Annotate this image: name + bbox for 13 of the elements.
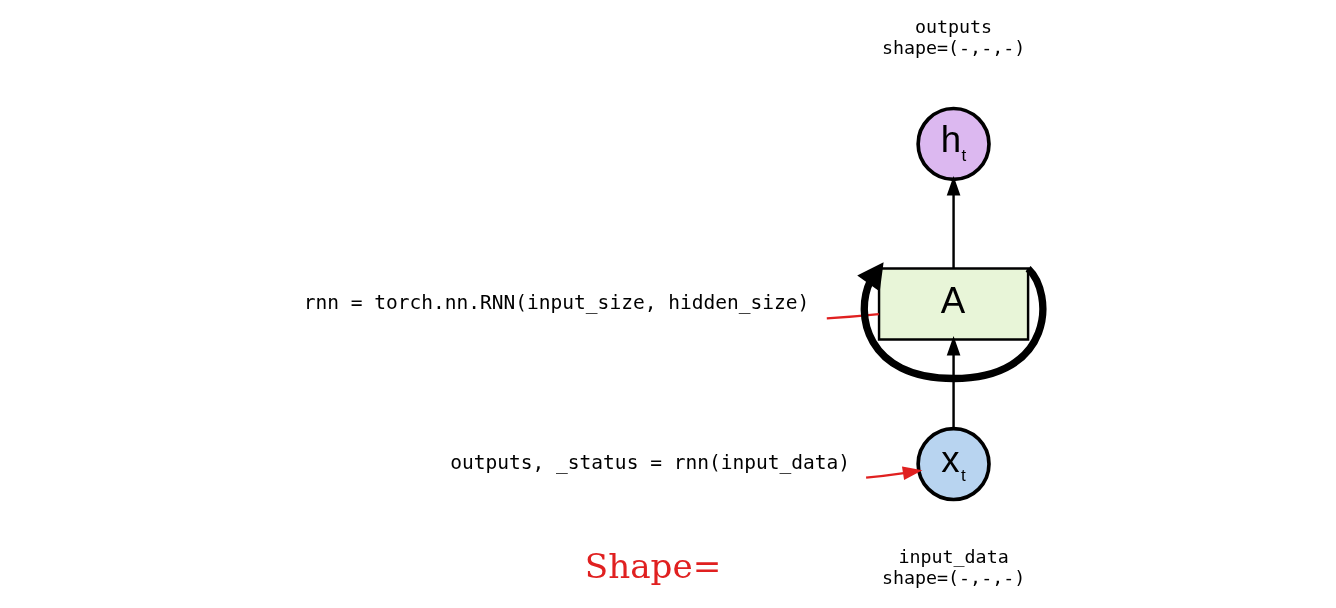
node-circle: x$_{t}$ xyxy=(915,426,991,502)
arrow xyxy=(865,466,922,481)
arrow xyxy=(946,176,960,269)
node-text: outputs, _status = rnn(input_data) xyxy=(449,450,850,474)
node-label: outputs shape=(-,-,-) xyxy=(881,15,1025,58)
node-label: input_data shape=(-,-,-) xyxy=(881,545,1025,588)
label: Shape= xyxy=(584,545,721,586)
arrow xyxy=(856,262,1046,383)
connector xyxy=(826,312,879,320)
node-box: A xyxy=(877,267,1029,341)
node-circle: h$_{t}$ xyxy=(915,106,991,182)
node-text: rnn = torch.nn.RNN(input_size, hidden_size) xyxy=(303,290,809,314)
arrow xyxy=(946,336,960,429)
